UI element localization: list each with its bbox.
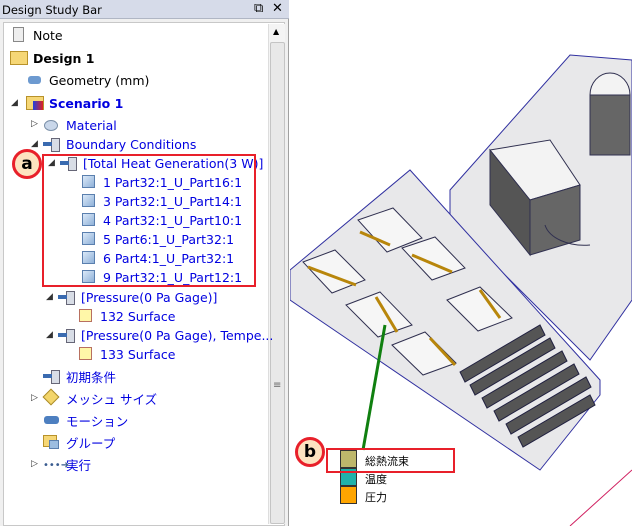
label: 3 Part32:1_U_Part14:1	[103, 193, 243, 209]
callout-label: a	[21, 154, 33, 174]
label: Boundary Conditions	[66, 136, 197, 152]
tree-item-mesh-size[interactable]: メッシュ サイズ	[42, 388, 158, 408]
label: 5 Part6:1_U_Part32:1	[103, 231, 235, 247]
collapse-icon[interactable]: ◢	[31, 139, 38, 149]
part-cube-icon	[80, 269, 98, 285]
tree-item-design[interactable]: Design 1	[10, 48, 94, 68]
tree-item-pressure-temperature[interactable]: [Pressure(0 Pa Gage), Tempe...	[58, 325, 273, 345]
legend-swatch-heat-flux	[340, 450, 357, 468]
design-folder-icon	[10, 50, 28, 66]
vertical-scrollbar[interactable]: ▲ ≡	[268, 24, 285, 524]
initial-conditions-icon	[43, 368, 61, 384]
leader-line	[361, 324, 387, 451]
tree-item-pressure[interactable]: [Pressure(0 Pa Gage)]	[58, 287, 217, 307]
boundary-condition-icon	[58, 327, 76, 343]
label: [Pressure(0 Pa Gage)]	[81, 289, 218, 305]
collapse-icon[interactable]: ◢	[48, 158, 55, 168]
tree-item-motion[interactable]: モーション	[43, 410, 128, 430]
3d-viewport[interactable]	[289, 0, 632, 527]
motion-icon	[43, 412, 61, 428]
run-icon: •••➜	[43, 460, 70, 471]
label: 132 Surface	[100, 308, 176, 324]
legend-label-heat-flux: 総熱流束	[365, 455, 409, 468]
tree-item-part[interactable]: 1 Part32:1_U_Part16:1	[80, 172, 242, 192]
label: メッシュ サイズ	[66, 391, 158, 407]
chip-components	[302, 207, 513, 376]
collapse-icon[interactable]: ◢	[46, 330, 53, 340]
expand-icon[interactable]: ▷	[31, 119, 38, 129]
label: Scenario 1	[49, 95, 124, 111]
tree-item-heat-generation[interactable]: [Total Heat Generation(3 W)]	[60, 153, 263, 173]
panel-titlebar: Design Study Bar ⧉ ✕	[0, 0, 289, 19]
label: Note	[33, 27, 63, 43]
restore-icon[interactable]: ⧉	[254, 1, 264, 16]
callout-b: b	[295, 437, 325, 467]
tree-item-part[interactable]: 4 Part32:1_U_Part10:1	[80, 210, 242, 230]
close-icon[interactable]: ✕	[272, 1, 283, 16]
label: 4 Part32:1_U_Part10:1	[103, 212, 243, 228]
scenario-folder-icon	[26, 95, 44, 111]
label: Material	[66, 117, 117, 133]
label: 実行	[66, 457, 92, 473]
label: グループ	[66, 435, 116, 451]
label: 6 Part4:1_U_Part32:1	[103, 250, 235, 266]
geometry-icon	[26, 72, 44, 88]
part-cube-icon	[80, 212, 98, 228]
group-folder-icon	[43, 434, 61, 450]
boundary-condition-icon	[43, 136, 61, 152]
part-cube-icon	[80, 193, 98, 209]
panel-title: Design Study Bar	[2, 3, 102, 17]
tree-item-scenario[interactable]: Scenario 1	[26, 93, 123, 113]
tree-item-part[interactable]: 5 Part6:1_U_Part32:1	[80, 229, 234, 249]
callout-a: a	[12, 149, 42, 179]
collapse-icon[interactable]: ◢	[46, 292, 53, 302]
axis-line	[569, 469, 632, 527]
tree-item-material[interactable]: Material	[43, 115, 117, 135]
scrollbar-thumb[interactable]: ≡	[270, 42, 285, 524]
material-icon	[43, 117, 61, 133]
label: Geometry (mm)	[49, 72, 150, 88]
scroll-up-icon[interactable]: ▲	[273, 27, 280, 36]
tree-item-geometry[interactable]: Geometry (mm)	[26, 70, 149, 90]
heat-sink-fins	[459, 324, 596, 448]
part-cube-icon	[80, 250, 98, 266]
label: Design 1	[33, 50, 95, 66]
legend-swatch-pressure	[340, 486, 357, 504]
tree-item-surface[interactable]: 133 Surface	[77, 344, 175, 364]
label: 1 Part32:1_U_Part16:1	[103, 174, 243, 190]
design-study-bar: Design Study Bar ⧉ ✕ ▲ ≡ Note Design 1 G…	[0, 0, 289, 526]
tree-item-groups[interactable]: グループ	[43, 432, 115, 452]
label: [Total Heat Generation(3 W)]	[83, 155, 264, 171]
expand-icon[interactable]: ▷	[31, 393, 38, 403]
part-cube-icon	[80, 231, 98, 247]
highlight-box-a	[42, 154, 256, 287]
model-view	[289, 54, 632, 527]
highlight-box-b	[326, 448, 455, 473]
label: 9 Part32:1_U_Part12:1	[103, 269, 243, 285]
tree-item-part[interactable]: 9 Part32:1_U_Part12:1	[80, 267, 242, 287]
tree-item-note[interactable]: Note	[10, 25, 63, 45]
callout-label: b	[303, 442, 317, 462]
surface-icon	[77, 308, 95, 324]
tree-item-part[interactable]: 6 Part4:1_U_Part32:1	[80, 248, 234, 268]
expand-icon[interactable]: ▷	[31, 459, 38, 469]
boundary-condition-icon	[58, 289, 76, 305]
mesh-icon	[42, 388, 61, 406]
tree-item-initial-conditions[interactable]: 初期条件	[43, 366, 116, 386]
note-icon	[10, 27, 28, 43]
label: 初期条件	[66, 369, 117, 385]
tree-item-surface[interactable]: 132 Surface	[77, 306, 175, 326]
legend-label-temperature: 温度	[365, 473, 387, 486]
label: [Pressure(0 Pa Gage), Tempe...	[81, 327, 274, 343]
label: 133 Surface	[100, 346, 176, 362]
tree-item-part[interactable]: 3 Part32:1_U_Part14:1	[80, 191, 242, 211]
label: モーション	[66, 413, 129, 429]
surface-icon	[77, 346, 95, 362]
part-cube-icon	[80, 174, 98, 190]
boundary-condition-icon	[60, 155, 78, 171]
collapse-icon[interactable]: ◢	[11, 98, 18, 108]
tree-item-run[interactable]: •••➜実行	[43, 454, 91, 474]
legend-label-pressure: 圧力	[365, 491, 387, 504]
tree-item-boundary-conditions[interactable]: Boundary Conditions	[43, 134, 196, 154]
